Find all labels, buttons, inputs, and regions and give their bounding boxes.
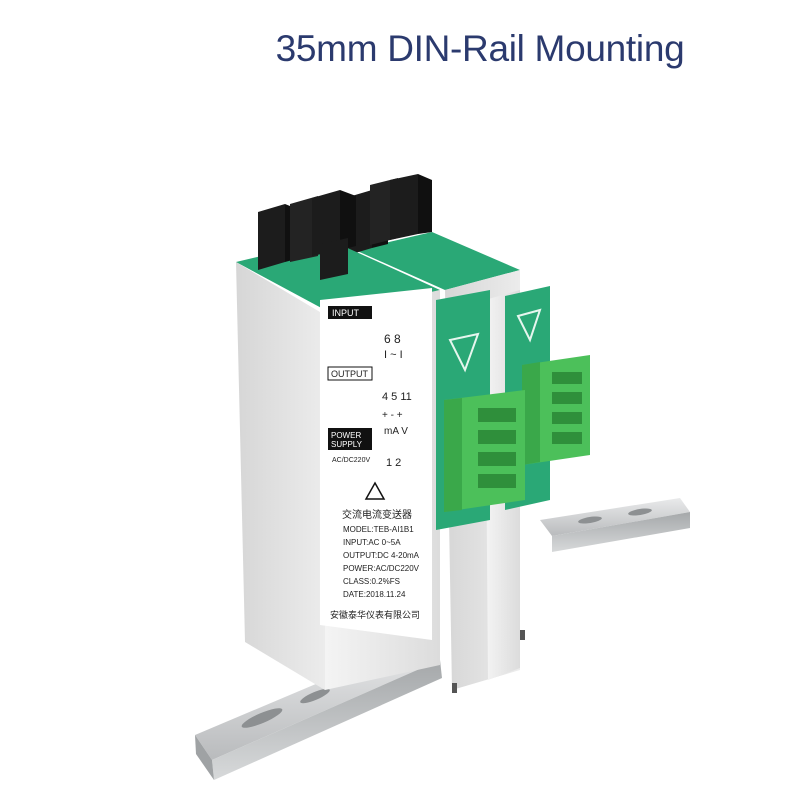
front-terminal-block (258, 190, 356, 280)
input-spec-line: INPUT:AC 0~5A (343, 538, 401, 547)
output-spec-line: OUTPUT:DC 4-20mA (343, 551, 420, 560)
class-line: CLASS:0.2%FS (343, 577, 400, 586)
warning-triangle-icon (364, 481, 386, 500)
output-units: mA V (384, 426, 408, 437)
power-heading-line2: SUPPLY (331, 440, 363, 449)
output-heading-box (327, 366, 373, 381)
power-spec: AC/DC220V (332, 457, 370, 464)
input-heading-box (328, 306, 372, 319)
page-title: 35mm DIN-Rail Mounting (275, 28, 685, 69)
front-arrow-triangle-icon (448, 332, 480, 373)
model-line: MODEL:TEB-AI1B1 (343, 525, 414, 534)
output-terminals: 4 5 11 (382, 391, 412, 403)
date-line: DATE:2018.11.24 (343, 590, 406, 599)
power-terminals: 1 2 (386, 457, 401, 469)
power-line: POWER:AC/DC220V (343, 564, 420, 573)
device-label: INPUT 6 8 I ~ I OUTPUT 4 5 11 + - + mA V… (327, 306, 420, 621)
output-heading: OUTPUT (331, 369, 369, 379)
power-heading-box (328, 428, 372, 450)
input-terminals: 6 8 (384, 332, 401, 346)
front-transmitter-unit (236, 190, 525, 693)
manufacturer-line: 安徽泰华仪表有限公司 (330, 609, 420, 621)
back-output-connector (522, 355, 590, 465)
power-heading-line1: POWER (331, 431, 361, 440)
front-output-connector (444, 390, 525, 512)
input-heading: INPUT (332, 308, 360, 318)
output-signs: + - + (382, 410, 403, 421)
input-symbol: I ~ I (384, 349, 403, 361)
product-name: 交流电流变送器 (342, 508, 412, 521)
